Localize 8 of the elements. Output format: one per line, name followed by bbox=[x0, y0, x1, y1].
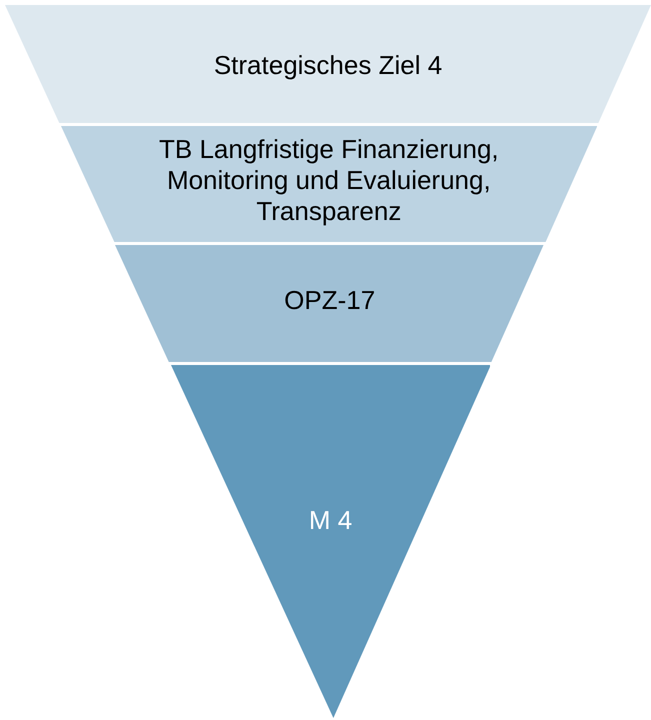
funnel-band bbox=[60, 126, 598, 242]
band-label: M 4 bbox=[308, 505, 354, 536]
funnel-band bbox=[115, 245, 544, 362]
band-label: Strategisches Ziel 4 bbox=[212, 50, 444, 81]
band-label: TB Langfristige Finanzierung, Monitoring und Evaluierung, Transparenz bbox=[158, 134, 500, 227]
funnel-band bbox=[170, 365, 490, 718]
band-label: OPZ-17 bbox=[283, 285, 376, 316]
funnel-band bbox=[5, 5, 651, 123]
